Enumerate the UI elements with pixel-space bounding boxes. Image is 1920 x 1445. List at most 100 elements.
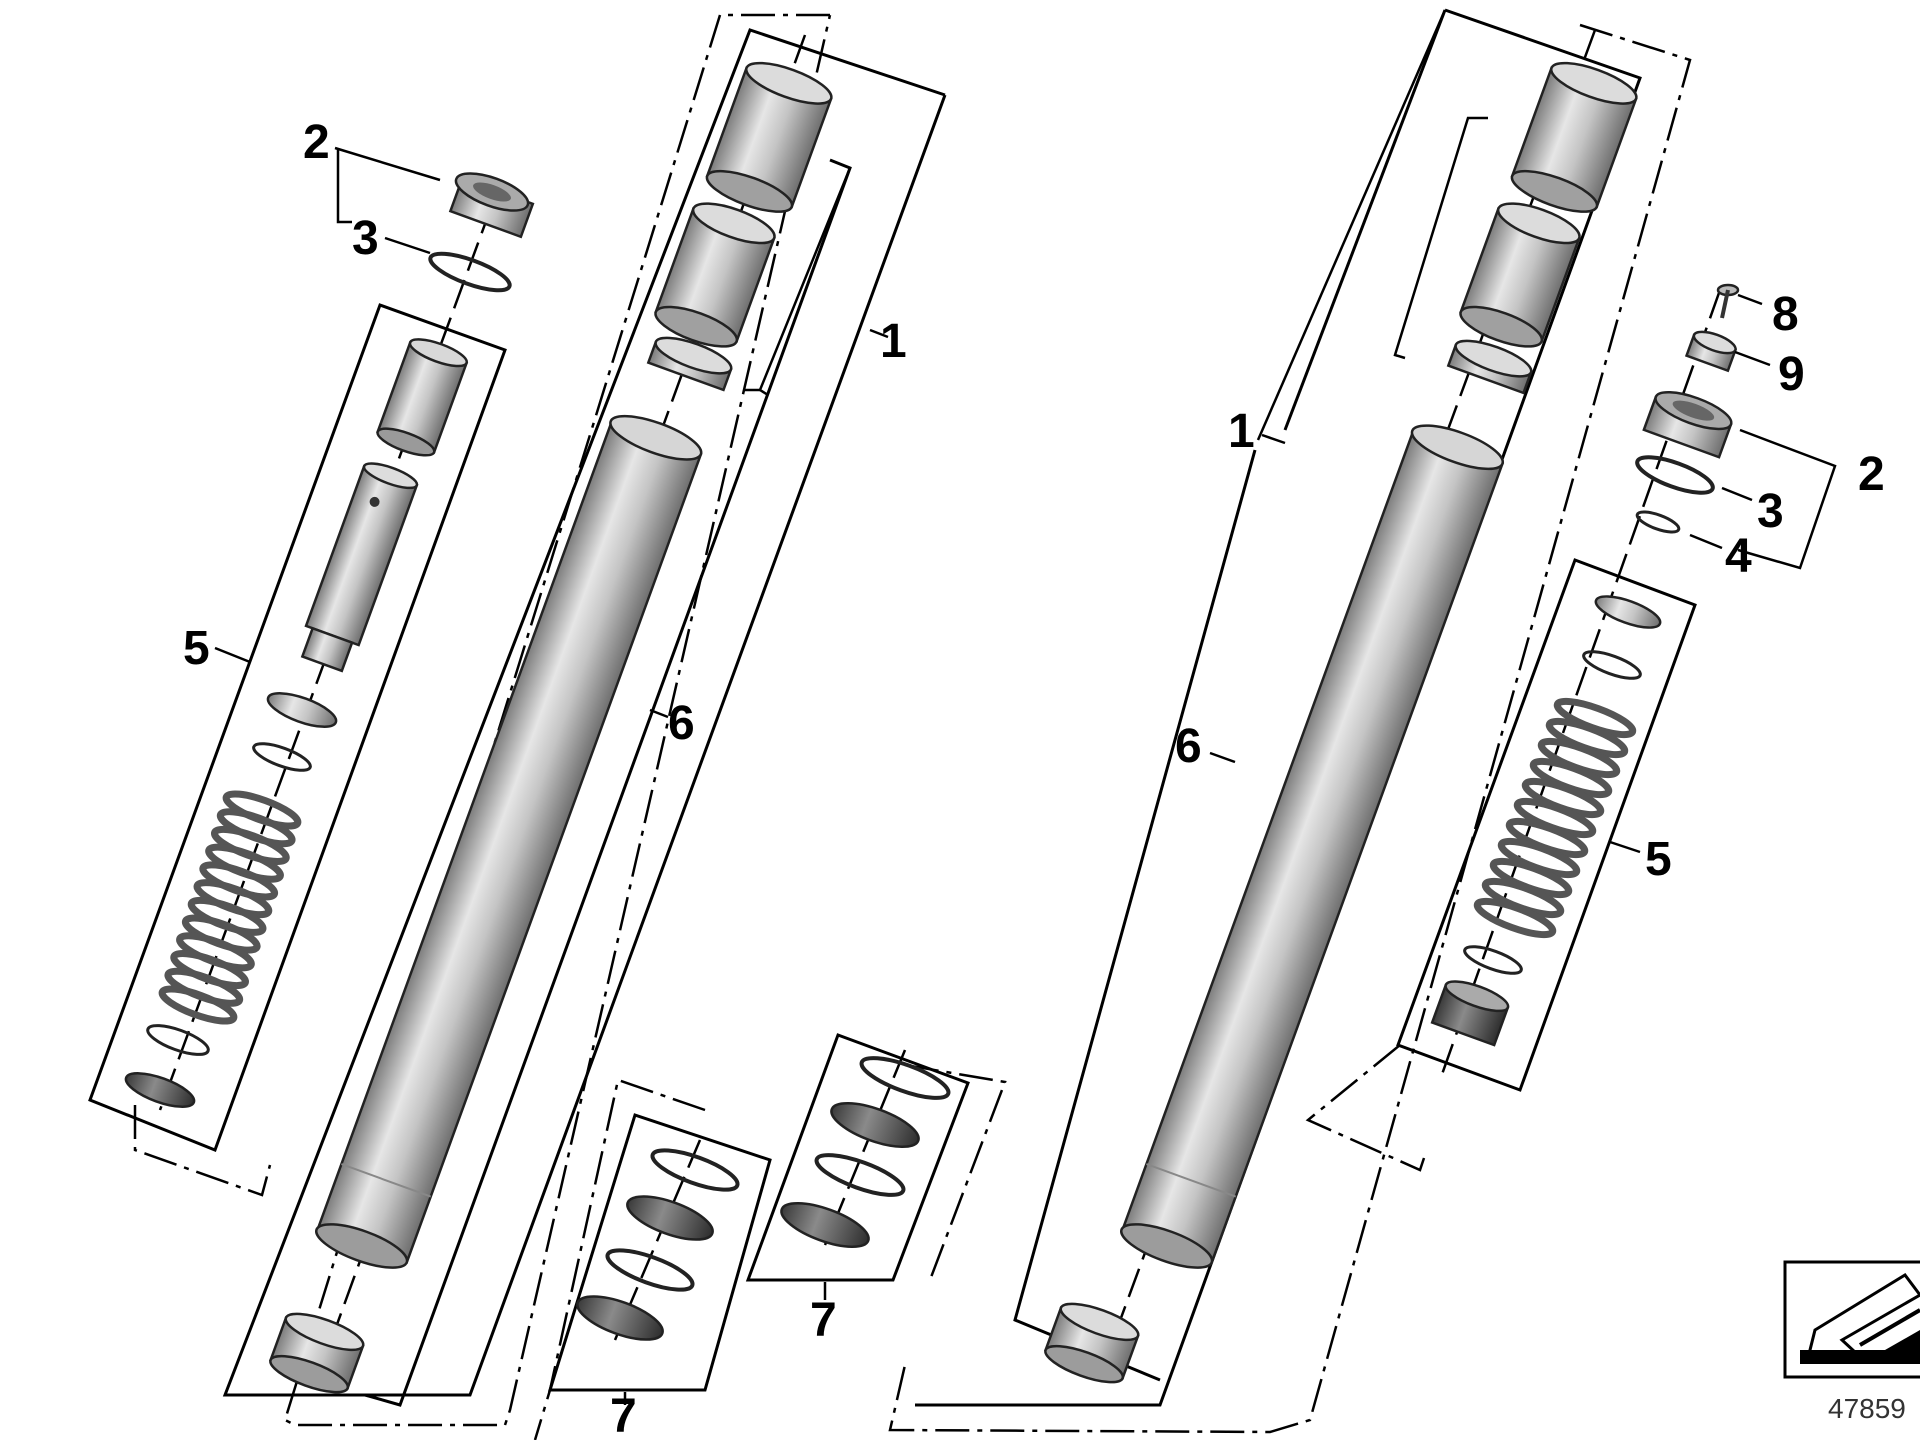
callout-left-5: 5 <box>183 622 210 675</box>
callout-right-6: 6 <box>1175 720 1202 773</box>
lead-right-1 <box>1261 433 1286 445</box>
spring-coil <box>1537 737 1621 779</box>
lead-right-2 <box>1737 428 1837 570</box>
seal-right-ring-mid <box>814 1153 906 1197</box>
right-spring-seat <box>1594 595 1662 629</box>
dash-right <box>888 23 1692 1434</box>
mid-fork-tube <box>315 414 703 1269</box>
right-bushing-lower <box>1459 202 1581 348</box>
dash-right-5b <box>1305 1044 1427 1172</box>
seal-kit-left <box>533 1078 772 1441</box>
bracket-right-1-left <box>1283 9 1447 431</box>
dash-left-5 <box>133 1105 272 1197</box>
right-spring-ring-bottom <box>1463 945 1523 975</box>
spring-coil <box>1505 817 1589 859</box>
right-spring-ring-top <box>1582 650 1642 680</box>
left-spring-group <box>88 146 535 1197</box>
callout-right-8: 8 <box>1772 288 1799 341</box>
lead-right-8 <box>1737 293 1763 306</box>
left-small-cylinder <box>376 338 469 457</box>
lead-right-3 <box>1721 486 1753 502</box>
right-spring-group <box>1305 283 1837 1172</box>
mid-bushing-upper <box>705 61 833 213</box>
right-small-o-ring <box>1635 510 1681 534</box>
right-top-cap <box>1642 391 1733 459</box>
right-spring <box>1473 697 1637 939</box>
lead-mid-1 <box>869 328 889 339</box>
callout-right-1: 1 <box>1228 405 1255 458</box>
right-spring-retainer <box>1430 980 1510 1047</box>
right-tube-group <box>888 8 1692 1434</box>
left-o-ring <box>428 251 512 293</box>
bracket-mid-bushings-tick <box>759 388 769 397</box>
lead-right-5 <box>1609 840 1641 854</box>
callout-right-5: 5 <box>1645 833 1672 886</box>
bracket-right-bushings <box>1393 116 1488 360</box>
right-fork-tube <box>1120 424 1505 1269</box>
mid-washer <box>646 336 733 392</box>
left-spring <box>158 790 302 1025</box>
spring-coil <box>1553 697 1637 739</box>
right-washer <box>1446 339 1533 395</box>
right-nut <box>1684 330 1738 373</box>
lead-left-3 <box>384 236 431 255</box>
orientation-arrow-icon <box>1783 1260 1920 1379</box>
dash-seal-left <box>533 1078 706 1441</box>
callout-mid-1: 1 <box>880 315 907 368</box>
right-o-ring <box>1635 455 1715 495</box>
seal-left-ring-mid <box>605 1248 695 1292</box>
left-small-ring <box>252 742 312 772</box>
lead-left-2 <box>334 146 441 182</box>
left-damper-rod <box>300 462 419 673</box>
drawing-number: 47859 <box>1828 1393 1906 1424</box>
dash-seal-right <box>904 1063 1007 1281</box>
callout-right-9: 9 <box>1778 348 1805 401</box>
mid-bottom-bushing <box>268 1312 365 1394</box>
right-bottom-bushing <box>1043 1302 1140 1384</box>
seal-right-ring-top <box>859 1056 951 1100</box>
callout-left-3: 3 <box>352 212 379 265</box>
lead-right-6 <box>1209 751 1236 764</box>
middle-tube-group <box>222 13 947 1427</box>
bracket-left-5 <box>88 303 507 1152</box>
callout-mid-6: 6 <box>668 697 695 750</box>
callout-mid-7b: 7 <box>810 1294 837 1347</box>
seal-left-disc-top <box>626 1195 714 1241</box>
seal-left-disc-bottom <box>576 1295 664 1341</box>
bracket-mid-6 <box>364 158 852 1407</box>
spring-coil <box>158 985 238 1025</box>
lead-right-9 <box>1734 350 1771 367</box>
mid-bushing-lower <box>654 202 776 348</box>
right-bushing-upper <box>1510 61 1638 213</box>
lead-left-2b <box>336 148 352 224</box>
lead-right-4 <box>1689 533 1723 550</box>
left-bottom-washer <box>124 1072 196 1108</box>
spring-coil <box>1489 857 1573 899</box>
callout-right-2: 2 <box>1858 448 1885 501</box>
callout-right-4: 4 <box>1725 530 1752 583</box>
seal-right-disc-top <box>830 1101 920 1149</box>
seal-left-ring-top <box>650 1148 740 1192</box>
left-bottom-ring <box>146 1024 210 1056</box>
seal-kit-right <box>745 1033 1007 1300</box>
spring-coil <box>1481 877 1565 919</box>
callout-mid-7a: 7 <box>610 1390 637 1440</box>
left-washer <box>266 692 338 728</box>
callout-right-3: 3 <box>1757 485 1784 538</box>
spring-coil <box>1545 717 1629 759</box>
bracket-mid-1 <box>222 28 947 1397</box>
spring-coil <box>1521 777 1605 819</box>
spring-coil <box>1497 837 1581 879</box>
seal-right-disc-bottom <box>780 1201 870 1249</box>
callout-left-2: 2 <box>303 116 330 169</box>
right-pin <box>1716 283 1740 319</box>
bracket-right-5 <box>1396 558 1697 1092</box>
bracket-right-outer-left <box>1256 9 1447 441</box>
dash-mid <box>283 13 832 1427</box>
lead-mid-6 <box>649 708 669 719</box>
callout-labels: 2 3 5 1 6 7 7 1 6 8 9 2 3 4 5 <box>183 116 1885 1443</box>
left-top-cap <box>448 172 535 239</box>
lead-left-5 <box>214 646 251 664</box>
